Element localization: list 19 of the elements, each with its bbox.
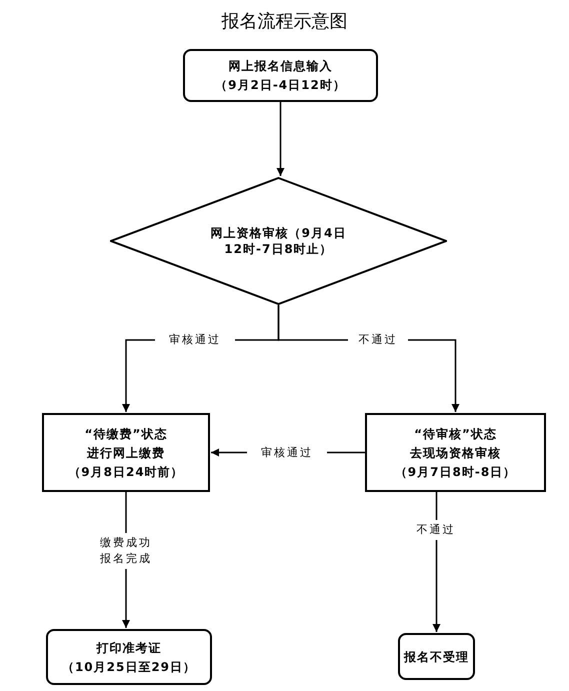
node-text: 网上报名信息输入 bbox=[228, 58, 332, 74]
process-box bbox=[365, 413, 546, 492]
process-box bbox=[42, 413, 210, 492]
node-text: 网上资格审核（9月4日12时-7日8时止） bbox=[210, 225, 348, 257]
node-text: “待审核”状态 bbox=[414, 426, 497, 442]
arrow bbox=[276, 102, 284, 176]
process-box bbox=[398, 633, 475, 680]
node-text: （10月25日至29日） bbox=[62, 658, 196, 674]
diagram-title: 报名流程示意图 bbox=[220, 10, 348, 34]
node-text: （9月8日24时前） bbox=[68, 464, 184, 480]
node-text: 报名不受理 bbox=[404, 648, 469, 664]
node-text: “待缴费”状态 bbox=[84, 426, 168, 442]
process-box bbox=[183, 49, 378, 102]
node-text: （9月2日-4日12时） bbox=[215, 77, 346, 93]
process-box bbox=[46, 629, 212, 685]
node-text: （9月7日8时-8日） bbox=[394, 464, 516, 480]
node-text: 进行网上缴费 bbox=[87, 444, 165, 460]
node-text: 打印准考证 bbox=[96, 640, 162, 656]
node-text: 去现场资格审核 bbox=[410, 444, 501, 460]
